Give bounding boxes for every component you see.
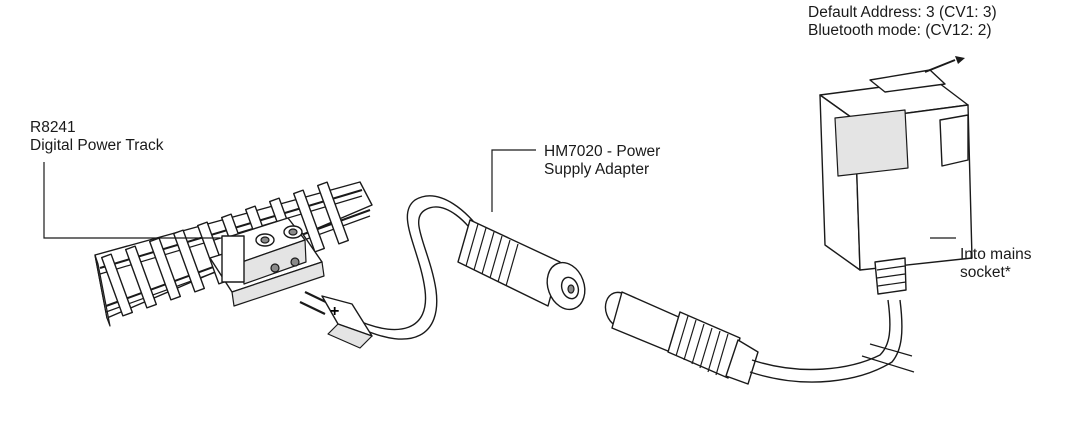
power-track-illustration — [94, 181, 373, 327]
callout-lines — [43, 149, 956, 239]
power-supply-adapter-illustration — [457, 219, 586, 311]
track-code-label: R8241 — [30, 119, 76, 136]
default-address-label: Default Address: 3 (CV1: 3) — [808, 4, 997, 21]
adapter-label-line1: HM7020 - Power — [544, 143, 661, 160]
bluetooth-mode-label: Bluetooth mode: (CV12: 2) — [808, 22, 992, 39]
mains-psu-illustration — [819, 56, 973, 295]
plus-sign-icon: + — [330, 303, 339, 320]
mains-label-line1: Into mains — [960, 246, 1032, 263]
jack-plug-cable: + — [299, 195, 481, 349]
psu-barrel-connector — [604, 291, 915, 385]
track-name-label: Digital Power Track — [30, 137, 164, 154]
mains-label-line2: socket* — [960, 264, 1011, 281]
adapter-label-line2: Supply Adapter — [544, 161, 650, 178]
